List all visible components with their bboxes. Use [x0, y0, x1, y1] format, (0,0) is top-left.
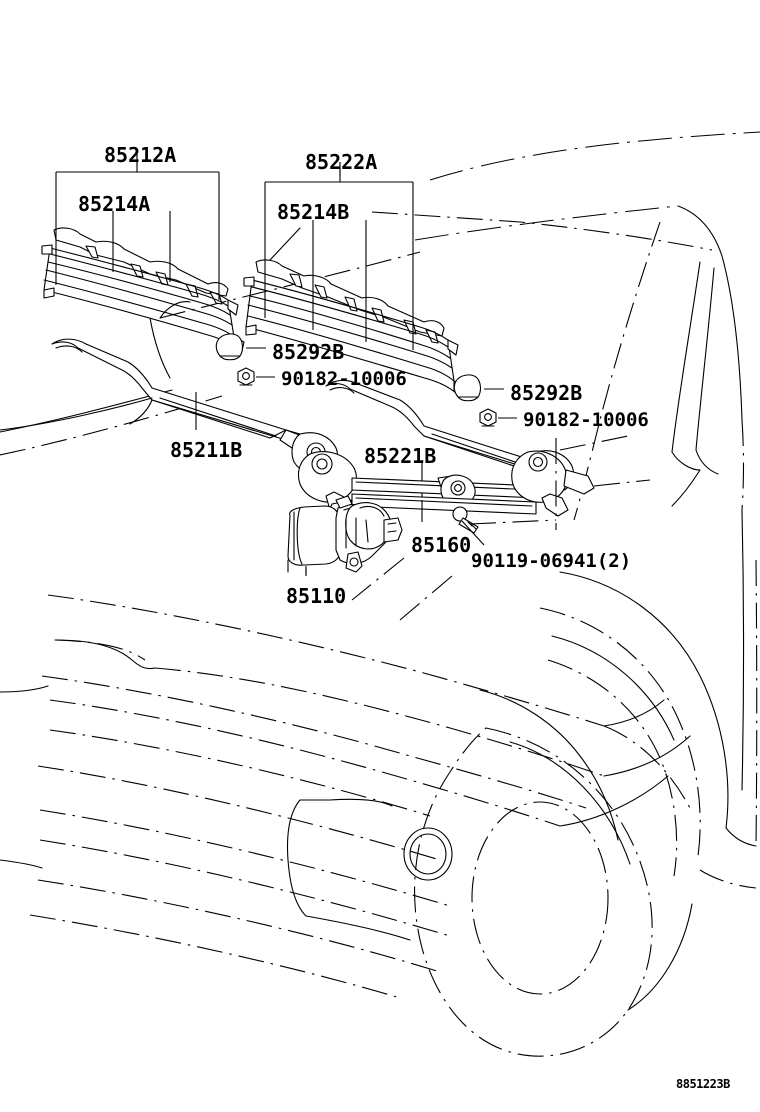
- part-label-85214a[interactable]: 85214A: [78, 192, 151, 216]
- bracket-85212a: [55, 152, 220, 300]
- bolt-90119: [452, 506, 557, 534]
- leader-90119-line: [461, 520, 485, 546]
- part-label-85214b[interactable]: 85214B: [277, 200, 350, 224]
- bracket-85222a: [264, 162, 414, 350]
- leader-arm-right-phantom: [559, 435, 629, 451]
- bracket-85214a: [112, 211, 171, 282]
- wiper-blade-left: [41, 227, 245, 352]
- part-label-85221b[interactable]: 85221B: [364, 444, 437, 468]
- part-label-85110[interactable]: 85110: [286, 584, 347, 608]
- leader-85160-phantom: [351, 557, 405, 601]
- cap-left-85292b: [215, 333, 243, 361]
- part-label-85211b[interactable]: 85211B: [170, 438, 243, 462]
- leader-85214b: [371, 211, 713, 251]
- leader-85214b-short: [269, 227, 301, 261]
- wiper-link-assembly: [297, 438, 651, 530]
- vehicle-body-phantom: [0, 131, 760, 1057]
- part-label-90119-06941[interactable]: 90119-06941(2): [471, 550, 632, 572]
- part-label-85212a[interactable]: 85212A: [104, 143, 177, 167]
- wiper-motor: [287, 495, 403, 573]
- part-label-90182-10006-left[interactable]: 90182-10006: [281, 368, 407, 390]
- part-label-85222a[interactable]: 85222A: [305, 150, 378, 174]
- part-label-85292b-left[interactable]: 85292B: [272, 340, 345, 364]
- leader-link-phantom: [593, 479, 651, 487]
- part-label-85160[interactable]: 85160: [411, 533, 472, 557]
- sheet-code: 8851223B: [676, 1077, 730, 1091]
- nut-right-90182: [479, 408, 497, 427]
- part-label-90182-10006-right[interactable]: 90182-10006: [523, 409, 649, 431]
- bracket-85214b: [312, 220, 367, 342]
- leader-90119-phantom: [399, 575, 453, 621]
- nut-left-90182: [237, 367, 255, 386]
- cap-right-85292b: [453, 374, 481, 402]
- part-label-85292b-right[interactable]: 85292B: [510, 381, 583, 405]
